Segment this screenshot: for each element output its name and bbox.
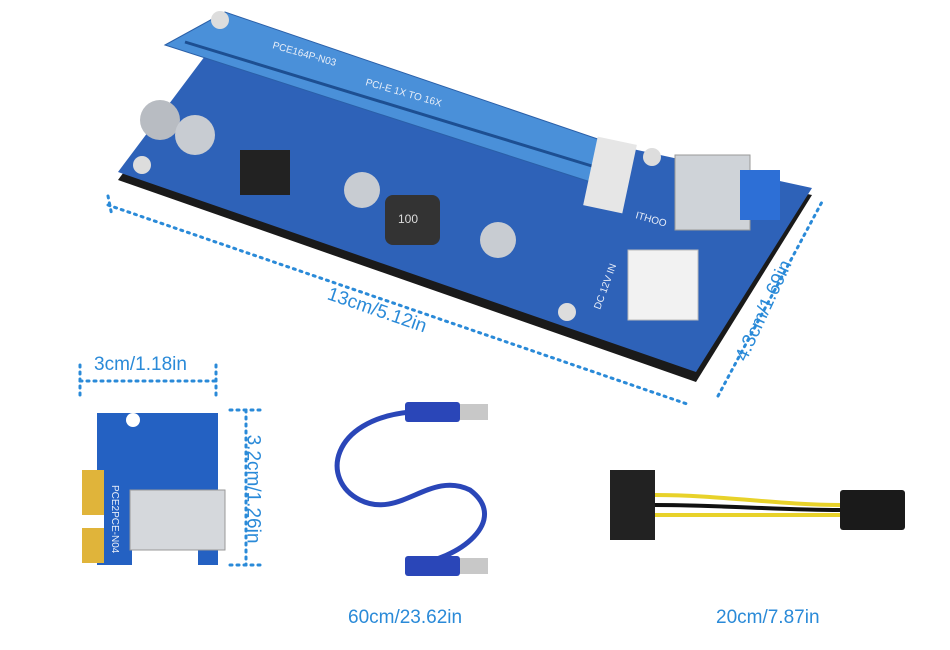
inductor-text: 100: [398, 212, 418, 226]
power-cable-length-label: 20cm/7.87in: [716, 607, 820, 628]
riser-board: 100 PCE164P-N03 PCI-E 1X TO 16X ITHOO DC…: [118, 11, 812, 382]
power-cable: [610, 470, 905, 540]
usb-cable: [334, 402, 488, 576]
usb-cable-length-label: 60cm/23.62in: [348, 607, 463, 628]
adapter-width-label: 3cm/1.18in: [94, 354, 187, 375]
adapter-card: PCE2PCE-N04: [82, 413, 226, 565]
adapter-height-label: 3.2cm/1.26in: [242, 434, 264, 544]
adapter-model-text: PCE2PCE-N04: [109, 485, 120, 554]
dimension-lines: [78, 194, 825, 567]
